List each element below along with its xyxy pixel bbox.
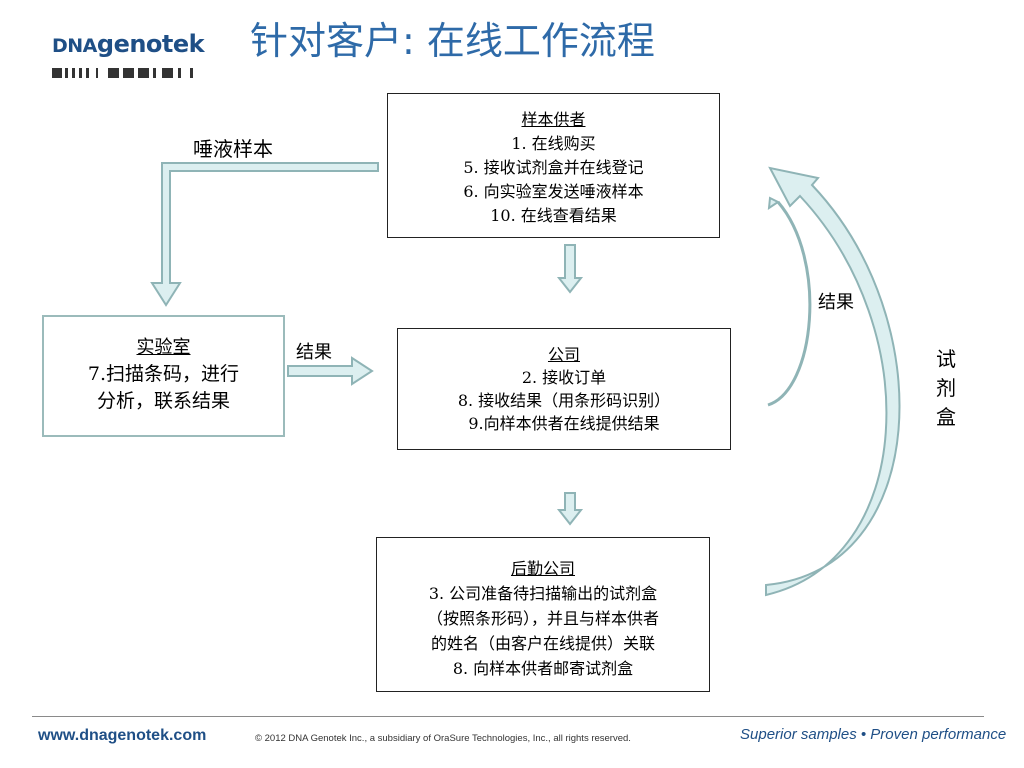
saliva-sample-label: 唾液样本 — [193, 137, 273, 161]
sample-provider-step: 1. 在线购买 — [511, 134, 596, 153]
down-arrow-2 — [556, 492, 584, 526]
kit-label-char: 剂 — [936, 376, 956, 400]
logo-barcode-icon — [52, 68, 193, 78]
company-step: 9.向样本供者在线提供结果 — [468, 414, 660, 433]
lab-step: 分析，联系结果 — [96, 390, 230, 412]
logistics-step: （按照条形码），并且与样本供者 — [426, 609, 659, 628]
sample-provider-step: 6. 向实验室发送唾液样本 — [463, 182, 644, 201]
page-title: 针对客户: 在线工作流程 — [250, 19, 655, 63]
company-step: 8. 接收结果（用条形码识别） — [457, 391, 671, 410]
company-step: 2. 接收订单 — [521, 368, 607, 387]
logistics-step: 3. 公司准备待扫描输出的试剂盒 — [428, 584, 658, 603]
kit-label-char: 盒 — [936, 405, 956, 429]
footer-copyright: © 2012 DNA Genotek Inc., a subsidiary of… — [255, 733, 631, 744]
down-arrow-1 — [556, 244, 584, 294]
logistics-step: 的姓名（由客户在线提供）关联 — [430, 634, 655, 653]
logo-genotek-text: genotek — [96, 30, 205, 58]
lab-box: 实验室 7.扫描条码，进行 分析，联系结果 — [42, 315, 285, 437]
kit-label-char: 试 — [936, 347, 956, 371]
kit-label: 试 剂 盒 — [935, 345, 957, 432]
logistics-step: 8. 向样本供者邮寄试剂盒 — [452, 659, 634, 678]
sample-provider-step: 10. 在线查看结果 — [490, 206, 617, 225]
company-heading: 公司 — [547, 345, 580, 364]
logistics-heading: 后勤公司 — [510, 559, 575, 578]
lab-step: 7.扫描条码，进行 — [87, 363, 240, 385]
company-box: 公司 2. 接收订单 8. 接收结果（用条形码识别） 9.向样本供者在线提供结果 — [397, 328, 731, 450]
kit-arrow — [765, 166, 901, 597]
logistics-box: 后勤公司 3. 公司准备待扫描输出的试剂盒 （按照条形码），并且与样本供者 的姓… — [376, 537, 710, 692]
results-label-left: 结果 — [296, 342, 332, 363]
sample-provider-step: 5. 接收试剂盒并在线登记 — [463, 158, 644, 177]
results-arrow-left — [287, 356, 374, 386]
logo-dna-text: DNA — [52, 35, 97, 57]
saliva-arrow — [150, 162, 379, 307]
dna-genotek-logo: DNAgenotek — [52, 30, 212, 82]
results-arrow-right — [767, 201, 812, 407]
results-label-right: 结果 — [818, 292, 854, 313]
sample-provider-heading: 样本供者 — [521, 110, 586, 129]
footer-divider — [32, 716, 984, 717]
sample-provider-box: 样本供者 1. 在线购买 5. 接收试剂盒并在线登记 6. 向实验室发送唾液样本… — [387, 93, 720, 238]
lab-heading: 实验室 — [136, 337, 191, 358]
footer-website-link[interactable]: www.dnagenotek.com — [38, 727, 207, 744]
footer-tagline: Superior samples • Proven performance — [740, 726, 1007, 743]
